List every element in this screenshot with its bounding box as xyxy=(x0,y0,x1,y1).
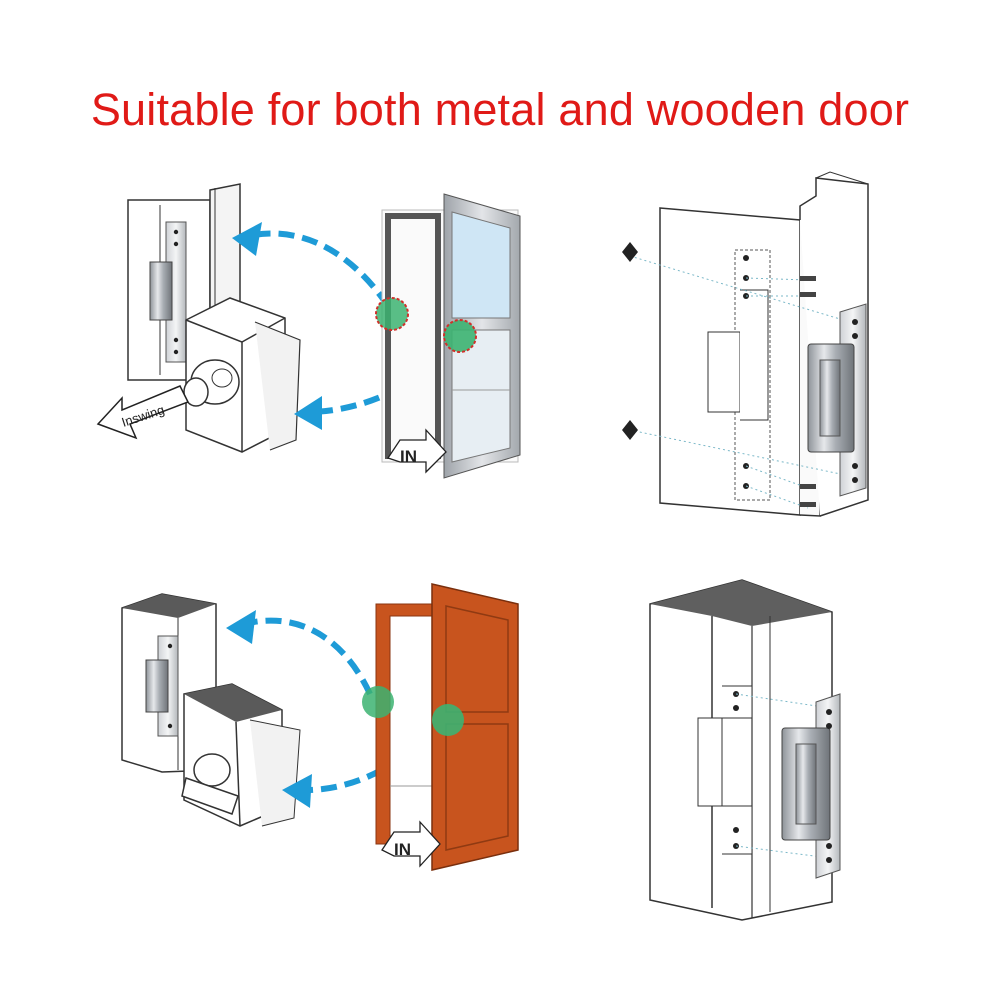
arrow-to-strike-bottom xyxy=(243,617,373,696)
inswing-arrow: Inswing xyxy=(96,385,190,440)
metal-frame-lock-illustration xyxy=(127,183,301,453)
wood-frame-lock-illustration xyxy=(121,593,301,827)
wood-frame-mounting-illustration xyxy=(649,579,841,921)
strike-location-marker-top xyxy=(375,297,409,331)
lock-location-marker-bottom xyxy=(432,704,464,736)
wood-door-illustration: IN xyxy=(362,583,519,871)
in-label-top: IN xyxy=(400,447,417,466)
metal-door-illustration: IN xyxy=(375,193,521,479)
strike-location-marker-bottom xyxy=(362,686,394,718)
lock-location-marker-top xyxy=(443,319,477,353)
in-label-bottom: IN xyxy=(394,840,411,859)
arrow-to-strike-top xyxy=(247,230,391,308)
metal-frame-mounting-illustration xyxy=(622,171,869,517)
headline: Suitable for both metal and wooden door xyxy=(90,84,910,135)
